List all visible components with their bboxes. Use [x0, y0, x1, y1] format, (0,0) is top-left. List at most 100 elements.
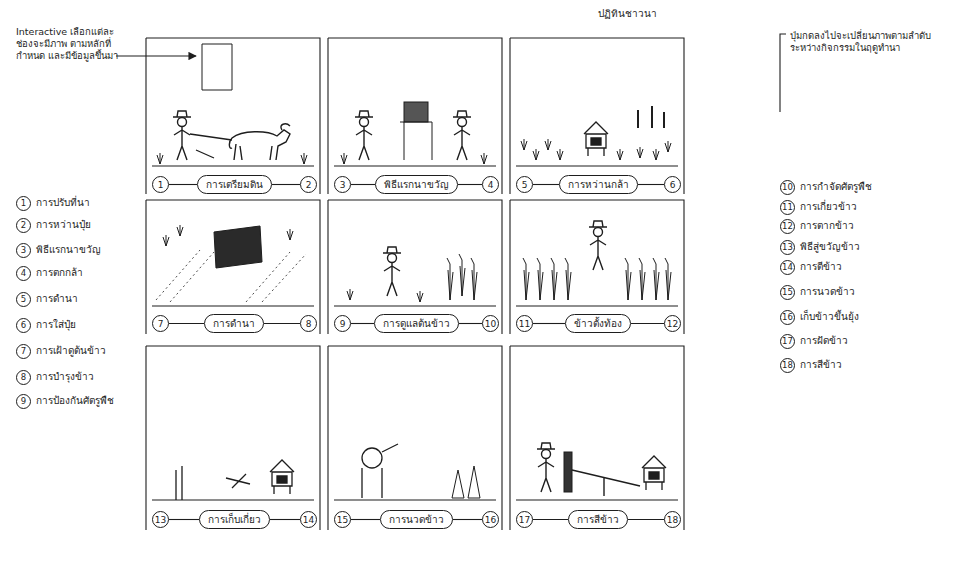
label-text: ปุ่มกดลงไปจะเปลี่ยนภาพตามลำดับ ระหว่างกิ…: [790, 30, 931, 53]
connector-line: [459, 323, 482, 324]
callout-number: 3: [16, 243, 31, 258]
label-text: การใส่ปุ๋ย: [36, 319, 76, 330]
tending-sketch: [347, 247, 477, 302]
connector-line: [453, 519, 482, 520]
label-text: การตากข้าว: [800, 220, 854, 231]
label-text: 12: [782, 221, 793, 232]
node-text: 1: [158, 180, 164, 190]
callout-number: 9: [16, 394, 31, 409]
label-text: การสีข้าว: [800, 359, 842, 370]
callout-number: 14: [300, 511, 317, 528]
threshing-sketch: [362, 444, 480, 498]
seedling-sketch: [521, 106, 671, 160]
label-text: การกำจัดศัตรูพืช: [800, 181, 872, 192]
step-name: การหว่านปุ๋ย: [36, 219, 91, 232]
node-text: 12: [667, 319, 678, 329]
node-text: การหว่านกล้า: [568, 177, 629, 192]
step-name: การดำนา: [36, 293, 78, 306]
transplant-sketch: [156, 225, 306, 302]
connector-line: [533, 184, 559, 185]
label-text: 1: [21, 198, 26, 209]
panel-frame: [146, 38, 684, 530]
connector-line: [628, 519, 664, 520]
label-text: 3: [21, 245, 26, 256]
label-text: 8: [21, 372, 26, 383]
callout-number: 2: [16, 218, 31, 233]
step-name: การตีข้าว: [800, 261, 842, 274]
callout-number: 7: [152, 315, 169, 332]
callout-number: 6: [664, 176, 681, 193]
label-text: พิธีสู่ขวัญข้าว: [800, 241, 860, 252]
title-text: ปฏิทินชาวนา: [598, 8, 657, 19]
step-name: การฝัดข้าว: [800, 335, 848, 348]
node-text: การเก็บเกี่ยว: [208, 512, 261, 527]
node-text: 7: [158, 319, 164, 329]
node-text: 11: [519, 319, 530, 329]
label-text: การตีข้าว: [800, 261, 842, 272]
callout-number: 1: [16, 196, 31, 211]
node-text: พิธีแรกนาขวัญ: [384, 177, 449, 192]
label-text: การตกกล้า: [36, 267, 83, 278]
stage-pill: การหว่านกล้า: [559, 175, 638, 194]
stage-pill: พิธีแรกนาขวัญ: [375, 175, 458, 194]
connector-line: [169, 519, 199, 520]
callout-number: 7: [16, 344, 31, 359]
callout-number: 1: [152, 176, 169, 193]
node-text: 8: [306, 319, 312, 329]
node-text: การนวดข้าว: [389, 512, 444, 527]
callout-number: 14: [780, 260, 795, 275]
node-text: 18: [667, 515, 678, 525]
step-name: การสีข้าว: [800, 359, 842, 372]
label-text: การฝัดข้าว: [800, 335, 848, 346]
callout-number: 17: [780, 334, 795, 349]
node-text: การเตรียมดิน: [206, 177, 263, 192]
step-name: พิธีแรกนาขวัญ: [36, 244, 101, 257]
connector-line: [272, 184, 300, 185]
node-text: 14: [303, 515, 314, 525]
connector-line: [638, 184, 664, 185]
label-text: การนวดข้าว: [800, 286, 855, 297]
stage-pill: การสีข้าว: [568, 510, 628, 529]
navigation-note: ปุ่มกดลงไปจะเปลี่ยนภาพตามลำดับ ระหว่างกิ…: [790, 30, 948, 54]
stage-pill: การเตรียมดิน: [197, 175, 272, 194]
callout-number: 12: [780, 219, 795, 234]
label-text: 7: [21, 346, 26, 357]
callout-number: 11: [516, 315, 533, 332]
node-text: 3: [340, 180, 346, 190]
connector-line: [533, 323, 565, 324]
callout-number: 15: [334, 511, 351, 528]
step-name: การกำจัดศัตรูพืช: [800, 181, 872, 194]
connector-line: [351, 519, 380, 520]
callout-number: 16: [780, 310, 795, 325]
label-text: 5: [21, 294, 26, 305]
label-text: การดำนา: [36, 293, 78, 304]
node-text: 15: [337, 515, 348, 525]
label-text: การปรับที่นา: [36, 197, 90, 208]
node-text: ข้าวตั้งท้อง: [574, 316, 622, 331]
callout-number: 6: [16, 318, 31, 333]
bracket: [780, 34, 786, 112]
label-text: 6: [21, 320, 26, 331]
node-text: การสีข้าว: [577, 512, 619, 527]
connector-line: [169, 184, 197, 185]
label-text: Interactive เลือกแต่ละช่องจะมีภาพ ตามหลั…: [16, 26, 118, 61]
callout-number: 4: [482, 176, 499, 193]
callout-number: 4: [16, 266, 31, 281]
label-text: การป้องกันศัตรูพืช: [36, 395, 114, 406]
callout-number: 10: [482, 315, 499, 332]
connector-line: [458, 184, 482, 185]
callout-number: 8: [300, 315, 317, 332]
label-text: การเกี่ยวข้าว: [800, 201, 857, 212]
stage-pill: การดูแลต้นข้าว: [374, 314, 459, 333]
connector-line: [351, 323, 374, 324]
node-text: 6: [670, 180, 676, 190]
label-text: 15: [782, 287, 793, 298]
callout-number: 16: [482, 511, 499, 528]
connector-line: [270, 519, 300, 520]
connector-line: [533, 519, 568, 520]
step-name: การตกกล้า: [36, 267, 83, 280]
label-text: เก็บข้าวขึ้นยุ้ง: [800, 311, 859, 322]
label-text: 9: [21, 396, 26, 407]
callout-number: 13: [152, 511, 169, 528]
step-name: พิธีสู่ขวัญข้าว: [800, 241, 860, 254]
